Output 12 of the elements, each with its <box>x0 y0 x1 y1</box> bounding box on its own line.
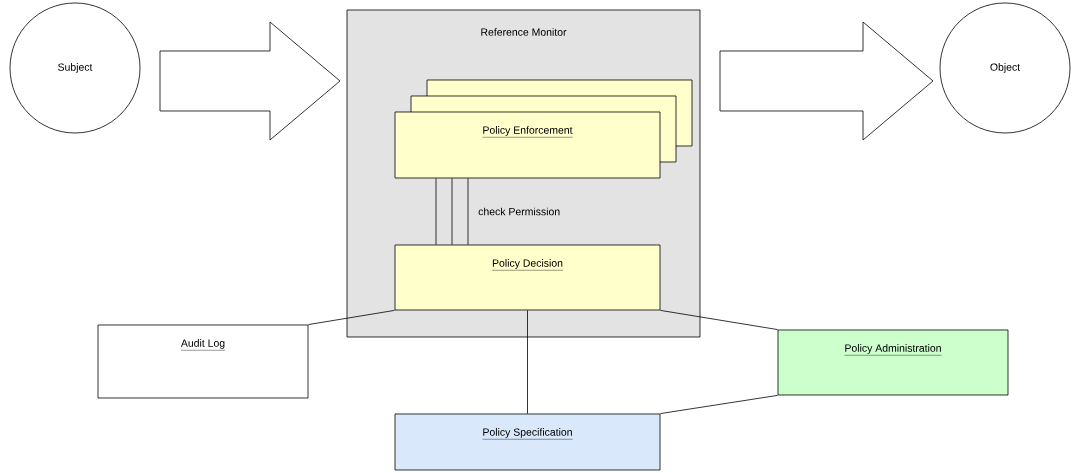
process-box: Audit Log <box>97 324 309 399</box>
block-arrow <box>159 21 341 141</box>
triple-line <box>435 178 469 245</box>
connector-line <box>308 310 395 325</box>
stacked-boxes: Policy Enforcement <box>394 79 693 179</box>
process-box: Policy Decision <box>394 244 661 311</box>
process-box: Policy Administration <box>777 329 1009 396</box>
connector-line <box>527 310 528 414</box>
block-arrow <box>719 21 934 141</box>
process-box: Policy Specification <box>394 413 661 471</box>
connector-line <box>660 395 778 414</box>
connector-line <box>660 310 778 330</box>
